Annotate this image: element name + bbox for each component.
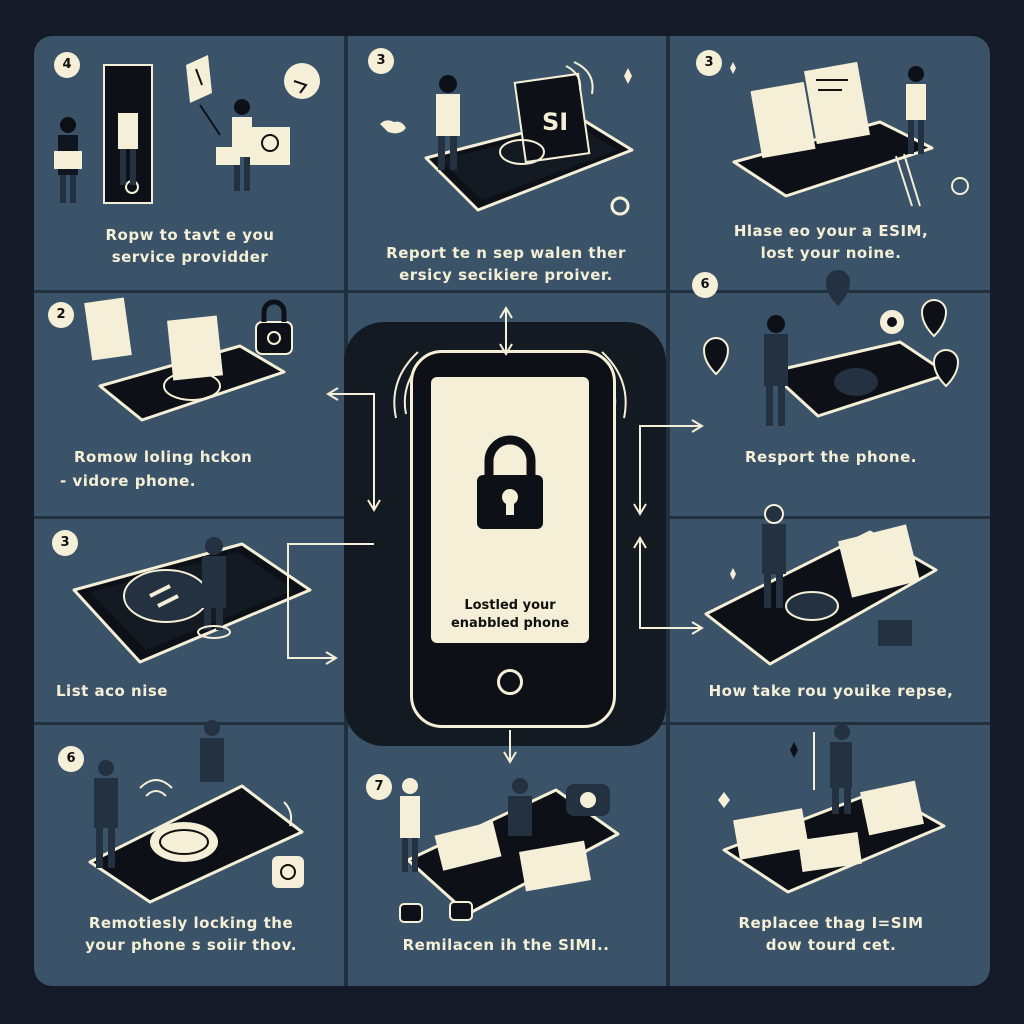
caption-line: Remilacen ih the SIMI.. bbox=[402, 936, 610, 954]
lock-icon bbox=[477, 435, 543, 529]
step-badge: 3 bbox=[696, 50, 722, 76]
phone-status-text: Lostled your bbox=[464, 598, 556, 613]
caption-line: - vidore phone. bbox=[60, 472, 196, 490]
divider bbox=[666, 36, 670, 986]
esim-illustration bbox=[730, 61, 969, 207]
svg-text:SI: SI bbox=[542, 108, 568, 136]
caption-line: Resport the phone. bbox=[744, 448, 917, 466]
provider-store-illustration bbox=[54, 55, 320, 204]
step-badge: 2 bbox=[48, 302, 74, 328]
caption-line: Romow loling hckon bbox=[74, 448, 253, 466]
phone-status-text: enabbled phone bbox=[450, 616, 570, 631]
caption-line: Report te n sep walen ther bbox=[386, 244, 626, 262]
step-badge: 7 bbox=[366, 774, 392, 800]
phone-screen: Lostled your enabbled phone bbox=[431, 377, 589, 643]
step-badge: 4 bbox=[54, 52, 80, 78]
remote-lock-illustration bbox=[84, 297, 293, 422]
caption-line: ersicy secikiere proiver. bbox=[399, 266, 613, 284]
replace-sim-illustration bbox=[399, 778, 620, 923]
divider bbox=[34, 290, 990, 293]
remote-locking-illustration bbox=[88, 720, 304, 904]
step-badge: 6 bbox=[692, 272, 718, 298]
report-phone-illustration bbox=[702, 270, 960, 426]
caption-line: dow tourd cet. bbox=[765, 936, 897, 954]
step-badge: 3 bbox=[368, 48, 394, 74]
caption-line: Ropw to tavt e you bbox=[105, 226, 275, 244]
divider bbox=[34, 516, 344, 519]
caption-line: Hlase eo your a ESIM, bbox=[733, 222, 929, 240]
step-badge: 6 bbox=[58, 746, 84, 772]
repair-illustration bbox=[704, 504, 938, 666]
step-badge: 3 bbox=[52, 530, 78, 556]
divider bbox=[670, 516, 990, 519]
caption-line: How take rou youike repse, bbox=[708, 682, 954, 700]
esim-replace-illustration bbox=[718, 724, 946, 894]
report-carrier-illustration: SI bbox=[380, 61, 634, 216]
caption-line: Remotiesly locking the bbox=[88, 914, 294, 932]
center-phone: Lostled your enabbled phone bbox=[410, 350, 616, 728]
caption-line: service providder bbox=[111, 248, 269, 266]
caption-line: lost your noine. bbox=[760, 244, 902, 262]
list-illustration bbox=[72, 537, 312, 664]
caption-line: Replacee thag I=SIM bbox=[738, 914, 924, 932]
caption-line: your phone s soiir thov. bbox=[85, 936, 297, 954]
home-button bbox=[497, 669, 523, 695]
caption-line: List aco nise bbox=[56, 682, 168, 700]
